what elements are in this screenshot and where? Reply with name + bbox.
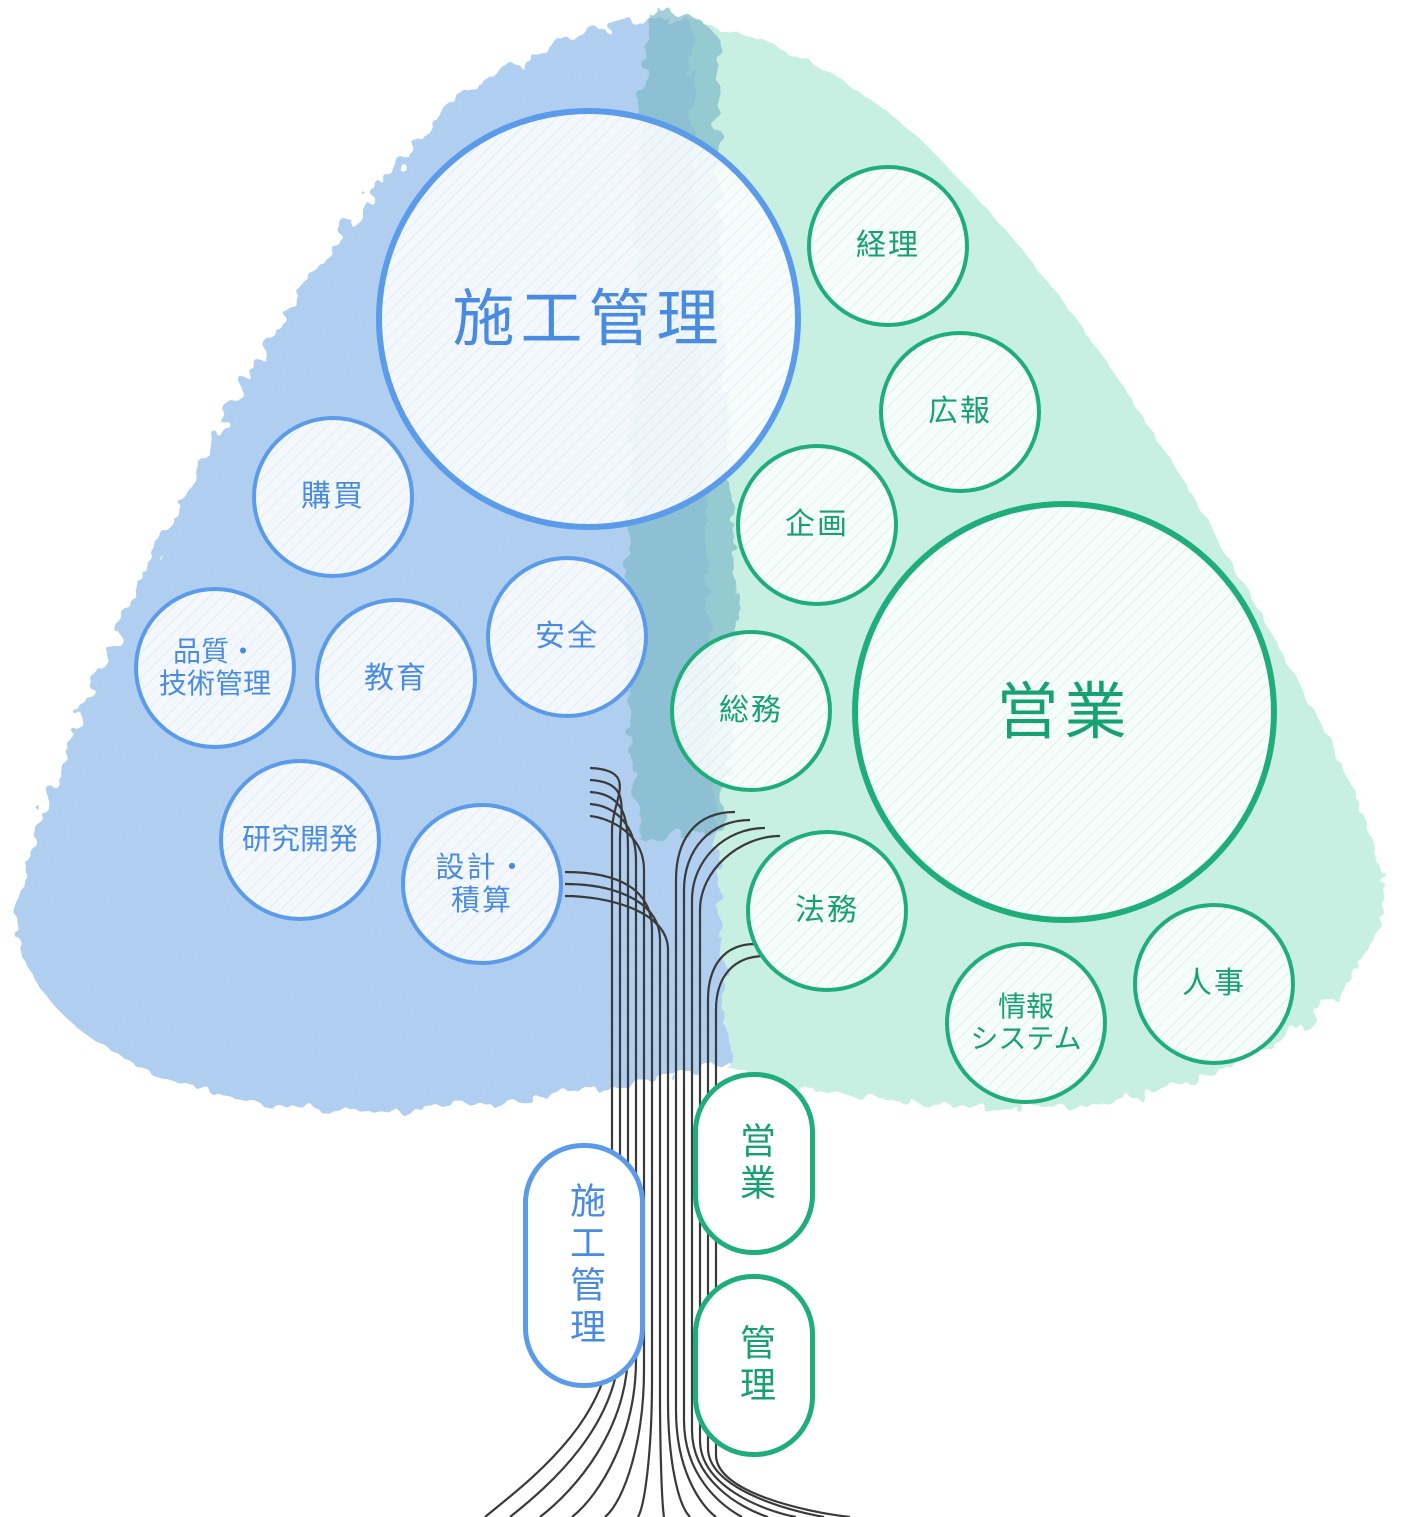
hr-bubble: 人事 — [1133, 903, 1295, 1065]
trunk-lines — [484, 766, 851, 1517]
purchasing-label: 購買 — [301, 478, 365, 514]
design-estimate-bubble: 設計・ 積算 — [401, 803, 563, 965]
trunk-sales-pill: 営業 — [693, 1072, 815, 1255]
education-label: 教育 — [364, 660, 428, 696]
sales-main-label: 営業 — [996, 675, 1133, 749]
pr-bubble: 広報 — [879, 331, 1041, 493]
rnd-label: 研究開発 — [241, 822, 358, 857]
info-systems-bubble: 情報 システム — [945, 942, 1107, 1104]
info-systems-label: 情報 システム — [970, 989, 1082, 1055]
trunk-management-pill: 管理 — [693, 1274, 815, 1457]
trunk-management-label: 管理 — [734, 1323, 775, 1408]
general-affairs-label: 総務 — [719, 692, 783, 728]
sales-main-bubble: 営業 — [852, 501, 1277, 923]
accounting-bubble: 経理 — [807, 165, 969, 327]
general-affairs-bubble: 総務 — [670, 630, 832, 792]
hr-label: 人事 — [1182, 965, 1246, 1001]
planning-bubble: 企画 — [736, 444, 898, 606]
construction-main-label: 施工管理 — [452, 282, 725, 356]
construction-main-bubble: 施工管理 — [376, 108, 801, 530]
legal-bubble: 法務 — [746, 830, 908, 992]
safety-bubble: 安全 — [486, 556, 648, 718]
trunk-sales-label: 営業 — [734, 1121, 775, 1206]
safety-label: 安全 — [535, 618, 599, 654]
trunk-construction-pill: 施工管理 — [523, 1143, 645, 1388]
planning-label: 企画 — [785, 506, 849, 542]
trunk-construction-label: 施工管理 — [564, 1181, 605, 1350]
pr-label: 広報 — [928, 393, 992, 429]
quality-tech-bubble: 品質・ 技術管理 — [134, 587, 296, 749]
quality-tech-label: 品質・ 技術管理 — [158, 634, 271, 700]
accounting-label: 経理 — [856, 227, 920, 263]
rnd-bubble: 研究開発 — [219, 759, 381, 921]
education-bubble: 教育 — [315, 598, 477, 760]
design-estimate-label: 設計・ 積算 — [435, 849, 529, 917]
purchasing-bubble: 購買 — [252, 416, 414, 578]
legal-label: 法務 — [795, 892, 859, 928]
